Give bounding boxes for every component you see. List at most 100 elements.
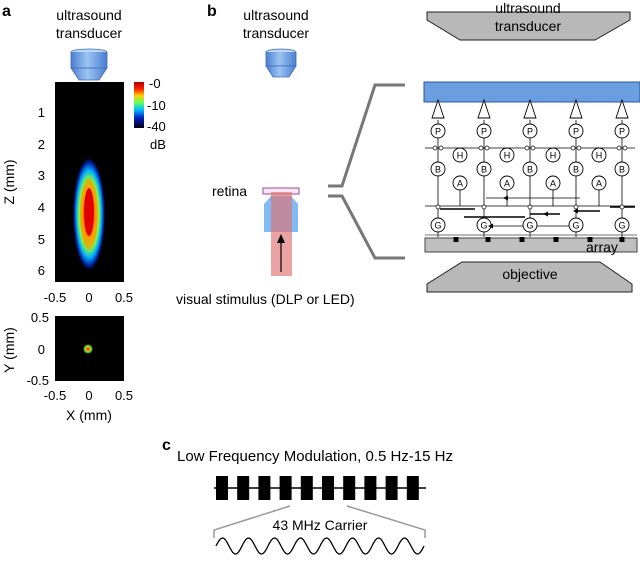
ganglion-cell: G [476,217,492,233]
colorbar [134,82,144,128]
modulation-pulse [406,476,419,500]
z-tick-4: 4 [38,200,45,215]
modulation-pulse [216,476,228,500]
bipolar-cell: B [430,161,446,177]
svg-text:G: G [434,221,441,231]
svg-text:P: P [527,127,533,137]
svg-text:H: H [457,151,464,161]
carrier-label: 43 MHz Carrier [273,517,368,533]
electrode-pad [619,237,625,242]
svg-text:A: A [504,179,510,189]
electrode-array [424,237,638,253]
y-tick-zero: 0 [38,342,45,357]
top-x-ticks: -0.5 0 0.5 [44,290,133,305]
photoreceptor-cell: P [476,123,492,139]
svg-text:H: H [596,151,603,161]
top-x-tick-pos: 0.5 [115,290,133,305]
electrode-pad [553,237,559,242]
bottom-x-tick-neg: -0.5 [44,388,66,403]
right-transducer [426,11,631,41]
horizontal-cell: H [545,147,561,163]
z-beam-plot [55,82,124,282]
horizontal-cell: H [591,147,607,163]
z-tick-1: 1 [38,105,45,120]
xy-spot-plot [55,316,124,381]
horizontal-cell: H [452,147,468,163]
top-x-tick-zero: 0 [85,290,92,305]
bottom-x-tick-zero: 0 [85,388,92,403]
photoreceptor-segment [431,98,445,119]
svg-text:G: G [572,221,579,231]
svg-text:P: P [481,127,487,137]
photoreceptor-segment [523,98,537,119]
carrier-bracket [213,505,426,538]
z-tick-2: 2 [38,137,45,152]
svg-text:B: B [481,165,487,175]
svg-text:A: A [457,179,463,189]
amacrine-cell: A [499,175,515,191]
bipolar-cell: B [614,161,630,177]
horizontal-cell: H [499,147,515,163]
amacrine-cell: A [591,175,607,191]
panel-b-transducer-label-line1: ultrasound [243,7,308,23]
retina-circuit: P B G P B G P B G P B G P B G H H H H A A A A [425,98,635,237]
right-transducer-label-line1: ultrasound [495,0,560,16]
ganglion-cell: G [522,217,538,233]
carrier-wave [215,537,425,555]
right-objective [426,261,633,293]
svg-text:G: G [618,221,625,231]
svg-text:B: B [527,165,533,175]
svg-text:P: P [435,127,441,137]
bipolar-cell: B [476,161,492,177]
stimulus-label: visual stimulus (DLP or LED) [176,291,355,307]
colorbar-tick-10: -10 [147,98,166,113]
objective-label: objective [502,266,557,282]
modulation-pulse [237,476,250,500]
photoreceptor-segment [615,98,629,119]
photoreceptor-cell: P [430,123,446,139]
right-transducer-label-line2: transducer [495,18,561,34]
svg-text:G: G [480,221,487,231]
modulation-pulse [364,476,377,500]
electrode-pad [485,237,491,242]
z-tick-6: 6 [38,263,45,278]
retina-label: retina [212,183,247,199]
x-axis-label: X (mm) [66,407,112,423]
bipolar-cell: B [522,161,538,177]
ganglion-cell: G [614,217,630,233]
panel-c-label: c [162,437,171,454]
svg-text:B: B [435,165,441,175]
svg-text:B: B [573,165,579,175]
svg-text:H: H [504,151,511,161]
z-axis-ticks: 1 2 3 4 5 6 [38,105,45,278]
panel-a-transducer-label-line2: transducer [56,25,122,41]
modulation-pulse [385,476,398,500]
panel-a-transducer-label-line1: ultrasound [56,7,121,23]
bipolar-cell: B [568,161,584,177]
coupling-layer [423,81,640,103]
svg-text:P: P [619,127,625,137]
electrode-pad [519,237,525,242]
colorbar-unit: dB [150,137,166,152]
colorbar-tick-0: -0 [149,76,161,91]
svg-text:G: G [526,221,533,231]
modulation-label: Low Frequency Modulation, 0.5 Hz-15 Hz [177,448,453,465]
bottom-x-tick-pos: 0.5 [115,388,133,403]
modulation-pulse [343,476,356,500]
svg-text:H: H [550,151,557,161]
svg-text:A: A [596,179,602,189]
top-x-tick-neg: -0.5 [44,290,66,305]
amacrine-cell: A [545,175,561,191]
panel-a-label: a [2,3,11,20]
modulation-pulse [279,476,292,500]
svg-text:A: A [550,179,556,189]
modulation-pulse [300,476,313,500]
y-tick-pos: 0.5 [31,310,49,325]
svg-text:P: P [573,127,579,137]
photoreceptor-cell: P [568,123,584,139]
array-label: array [586,239,618,255]
bottom-x-ticks: -0.5 0 0.5 [44,388,133,403]
z-axis-label: Z (mm) [1,159,17,204]
zoom-bracket [328,83,405,260]
